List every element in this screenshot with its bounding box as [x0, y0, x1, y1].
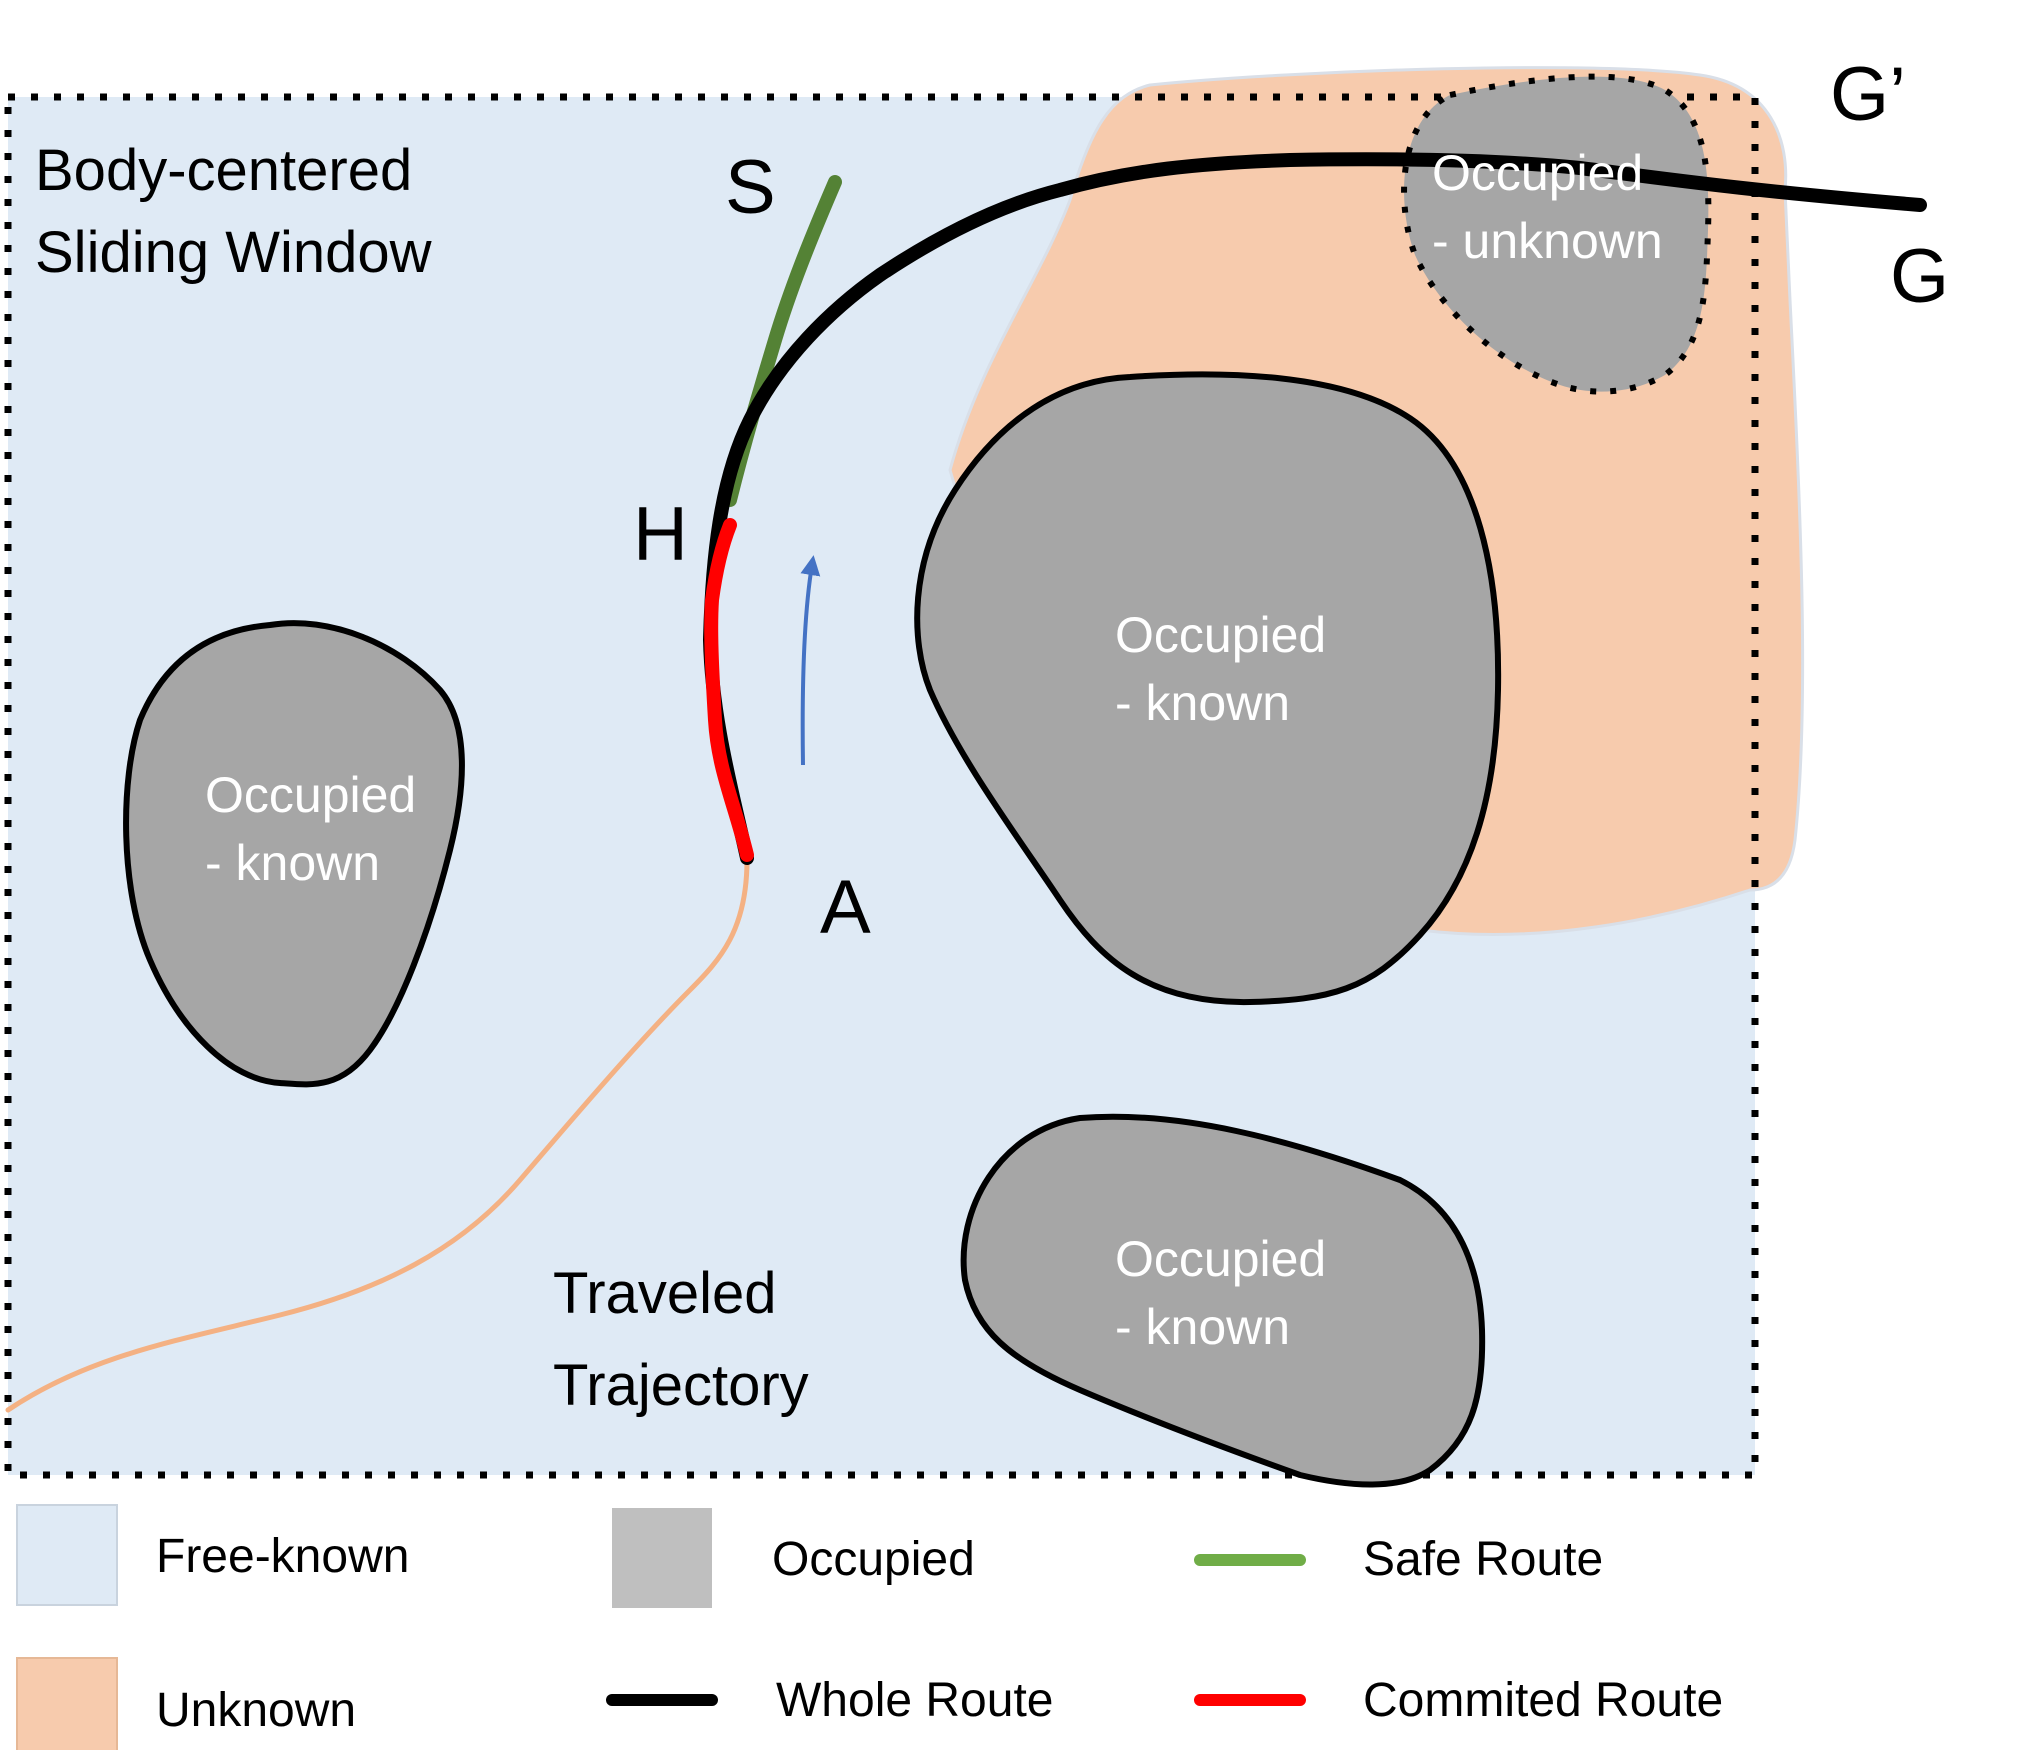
occupied-unknown-label-line-1: Occupied [1432, 145, 1643, 201]
point-label-g-prime: G’ [1830, 52, 1906, 137]
occupied-known-bottom-label-line-2: - known [1115, 1299, 1290, 1355]
occupied-known-center-label-line-1: Occupied [1115, 607, 1326, 663]
trajectory-label-line-2: Trajectory [553, 1353, 809, 1418]
window-label-line-1: Body-centered [35, 138, 412, 203]
occupied-known-left-label-line-1: Occupied [205, 767, 416, 823]
legend-label-unknown: Unknown [156, 1684, 356, 1737]
occupied-unknown-label-line-2: - unknown [1432, 213, 1663, 269]
point-label-g: G [1890, 234, 1949, 319]
occupied-known-obstacle-left [123, 620, 465, 1088]
occupied-known-obstacle-center [914, 371, 1502, 1006]
legend-label-committed-route: Commited Route [1363, 1674, 1723, 1727]
committed-route-line [704, 518, 754, 862]
point-label-a: A [820, 865, 871, 950]
point-label-s: S [725, 145, 776, 230]
occupied-known-bottom-label-line-1: Occupied [1115, 1231, 1326, 1287]
legend-label-free-known: Free-known [156, 1530, 409, 1583]
legend-label-safe-route: Safe Route [1363, 1533, 1603, 1586]
point-label-h: H [633, 492, 688, 577]
window-label-line-2: Sliding Window [35, 220, 433, 285]
trajectory-label-line-1: Traveled [553, 1261, 777, 1326]
legend-label-occupied: Occupied [772, 1533, 975, 1586]
traveled-trajectory [5, 857, 750, 1413]
occupied-known-center-label-line-2: - known [1115, 675, 1290, 731]
legend-swatch-free-known [16, 1504, 118, 1606]
occupied-known-obstacle-bottom [960, 1113, 1486, 1488]
legend: Free-known Unknown Occupied Whole Route … [16, 1504, 1723, 1750]
legend-swatch-occupied [612, 1508, 712, 1608]
legend-label-whole-route: Whole Route [776, 1674, 1053, 1727]
legend-swatch-unknown [16, 1657, 118, 1750]
occupied-known-left-label-line-2: - known [205, 835, 380, 891]
heading-arrow [800, 555, 821, 766]
